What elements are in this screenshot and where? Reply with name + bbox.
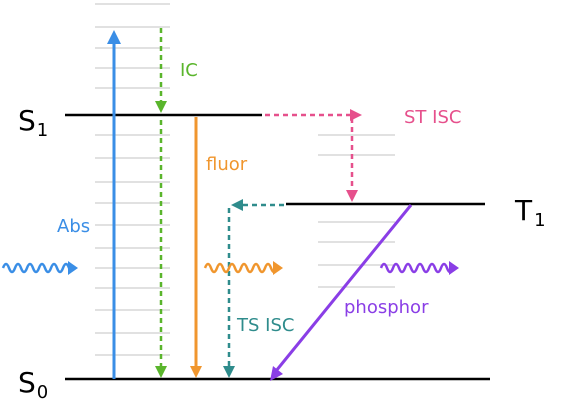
st-isc-label: ST ISC [404,107,461,128]
fluorescence-photon-wavy-photon-icon [203,261,283,275]
s1-vibrational-levels [95,134,170,356]
absorption-label: Abs [57,216,90,237]
internal-conversion-arrow-upper [155,28,167,113]
t1-s1-gap-levels [318,134,395,156]
ts-isc-arrow [223,199,284,378]
st-isc-arrow [265,109,362,202]
phosphorescence-label: phosphor [344,297,429,318]
s0-vibrational-levels [95,3,170,89]
t1-vibrational-levels [318,221,395,288]
internal-conversion-arrow-lower [155,120,167,378]
absorbed-photon-wavy-photon-icon [1,261,78,275]
s0-level-label: S0 [18,366,48,403]
internal-conversion-label: IC [180,60,198,81]
fluorescence-label: fluor [206,154,248,175]
ts-isc-label: TS ISC [236,315,294,336]
s1-level-label: S1 [18,104,48,141]
phosphorescence-photon-wavy-photon-icon [379,261,459,275]
phosphorescence-arrow [270,204,413,381]
absorption-arrow [107,30,121,379]
fluorescence-arrow [190,117,202,378]
